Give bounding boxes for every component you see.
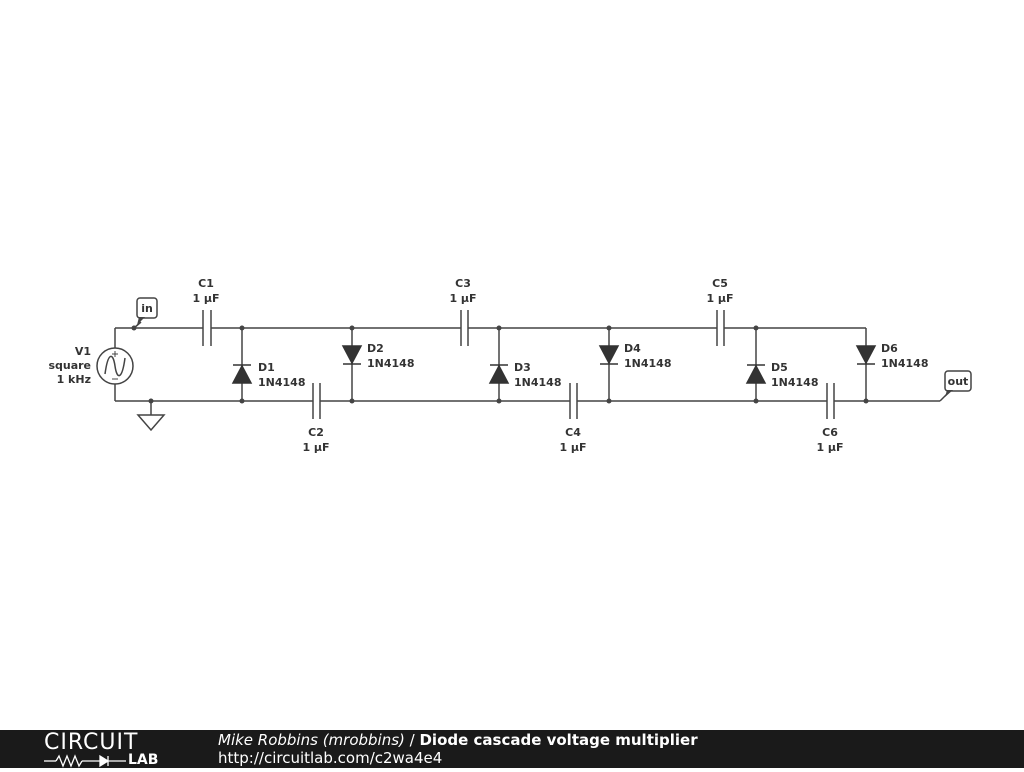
port-out-label: out — [948, 375, 969, 388]
capacitor-c5-ref: C5 — [712, 277, 728, 290]
capacitor-c4-value: 1 µF — [559, 441, 586, 454]
capacitor-c2-value: 1 µF — [302, 441, 329, 454]
diode-d1-ref: D1 — [258, 361, 275, 374]
capacitor-c1-value: 1 µF — [192, 292, 219, 305]
diode-d5-part: 1N4148 — [771, 376, 818, 389]
voltage-source-icon — [96, 347, 134, 385]
credit-line: Mike Robbins (mrobbins) / Diode cascade … — [218, 731, 698, 749]
diode-d4-ref: D4 — [624, 342, 641, 355]
logo-wordmark-top: CIRCUIT — [44, 730, 139, 755]
capacitor-c6-ref: C6 — [822, 426, 838, 439]
capacitor-symbols — [202, 310, 835, 419]
diode-d2-part: 1N4148 — [367, 357, 414, 370]
diode-d4-symbol — [598, 345, 620, 365]
diode-d3-symbol — [488, 364, 510, 384]
diode-d2-symbol — [341, 345, 363, 365]
ground-icon — [136, 414, 166, 432]
resistor-diode-icon — [44, 754, 126, 768]
port-in-flag[interactable]: in — [136, 297, 158, 325]
circuitlab-logo[interactable]: CIRCUIT LAB — [44, 732, 174, 768]
diode-d5-ref: D5 — [771, 361, 788, 374]
credit-separator: / — [404, 731, 420, 749]
capacitor-c2-ref: C2 — [308, 426, 324, 439]
footer-bar: CIRCUIT LAB Mike Robbins (mrobbins) / Di… — [0, 730, 1024, 768]
capacitor-c6-value: 1 µF — [816, 441, 843, 454]
port-in-label: in — [141, 302, 153, 315]
diode-d6-part: 1N4148 — [881, 357, 928, 370]
circuit-title[interactable]: Diode cascade voltage multiplier — [419, 731, 698, 749]
diode-d1-part: 1N4148 — [258, 376, 305, 389]
author-name[interactable]: Mike Robbins (mrobbins) — [218, 731, 405, 749]
diode-symbols — [231, 345, 877, 384]
diode-d1-symbol — [231, 364, 253, 384]
source-name-label: V1 — [75, 345, 91, 358]
circuit-url-link[interactable]: http://circuitlab.com/c2wa4e4 — [218, 749, 443, 767]
capacitor-c1-symbol — [202, 310, 212, 346]
diode-d2-ref: D2 — [367, 342, 384, 355]
diode-d6-ref: D6 — [881, 342, 898, 355]
logo-wordmark-bottom: LAB — [44, 752, 174, 768]
capacitor-c3-value: 1 µF — [449, 292, 476, 305]
capacitor-c3-ref: C3 — [455, 277, 471, 290]
source-waveform-label: square — [48, 359, 91, 372]
capacitor-c4-symbol — [569, 383, 578, 419]
capacitor-c3-symbol — [460, 310, 469, 346]
capacitor-c2-symbol — [312, 383, 321, 419]
diode-d3-part: 1N4148 — [514, 376, 561, 389]
capacitor-c6-symbol — [826, 383, 835, 419]
diode-d6-symbol — [855, 345, 877, 365]
schematic-diagram: in out V1 square 1 kHz C1 1 µF C2 1 µF C… — [48, 277, 972, 454]
capacitor-c5-symbol — [716, 310, 725, 346]
logo-lab-text: LAB — [128, 752, 159, 768]
diode-d5-symbol — [745, 364, 767, 384]
junction-dots — [131, 325, 869, 404]
capacitor-c1-ref: C1 — [198, 277, 214, 290]
capacitor-c5-value: 1 µF — [706, 292, 733, 305]
port-out-flag[interactable]: out — [944, 370, 972, 397]
diode-d4-part: 1N4148 — [624, 357, 671, 370]
source-frequency-label: 1 kHz — [57, 373, 91, 386]
diode-d3-ref: D3 — [514, 361, 531, 374]
capacitor-c4-ref: C4 — [565, 426, 581, 439]
